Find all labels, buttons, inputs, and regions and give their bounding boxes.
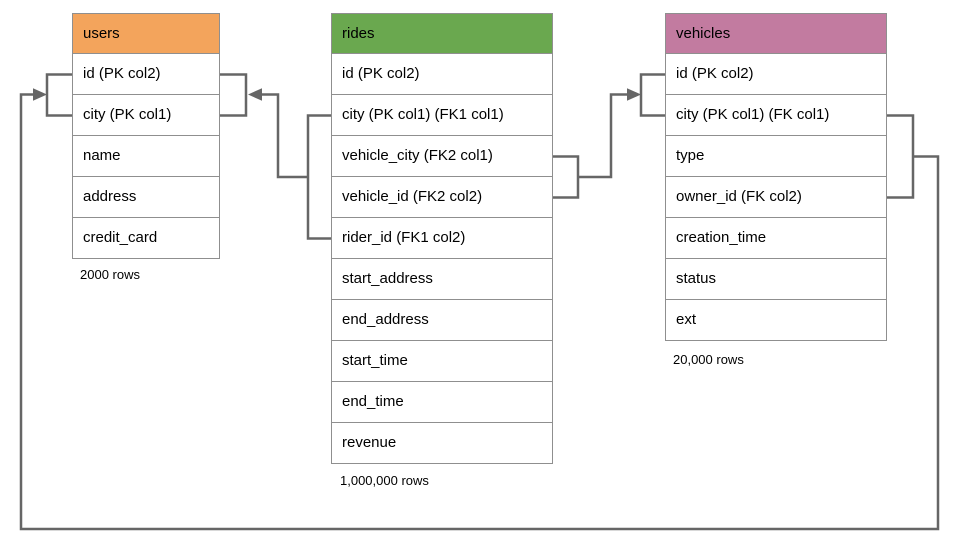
connector-rides-to-vehicles	[553, 73, 665, 199]
column-rides-start-time: start_time	[331, 341, 553, 382]
column-vehicles-type: type	[665, 136, 887, 177]
vehicles-pk-left-bracket	[639, 73, 665, 117]
column-rides-revenue: revenue	[331, 423, 553, 464]
column-rides-id: id (PK col2)	[331, 54, 553, 95]
column-vehicles-id: id (PK col2)	[665, 54, 887, 95]
rowcount-rides: 1,000,000 rows	[340, 473, 429, 488]
column-users-city: city (PK col1)	[72, 95, 220, 136]
rowcount-users: 2000 rows	[80, 267, 140, 282]
users-pk-right-bracket	[220, 73, 248, 117]
arrowhead-to-users-left	[33, 88, 47, 101]
table-vehicles: vehicles id (PK col2) city (PK col1) (FK…	[665, 13, 887, 341]
table-header-rides: rides	[331, 13, 553, 54]
column-vehicles-status: status	[665, 259, 887, 300]
rowcount-vehicles: 20,000 rows	[673, 352, 744, 367]
column-rides-city: city (PK col1) (FK1 col1)	[331, 95, 553, 136]
rides-to-users-link	[260, 93, 308, 179]
arrowhead-to-vehicles	[627, 88, 641, 101]
column-users-name: name	[72, 136, 220, 177]
column-rides-end-time: end_time	[331, 382, 553, 423]
column-vehicles-owner-id: owner_id (FK col2)	[665, 177, 887, 218]
column-rides-vehicle-city: vehicle_city (FK2 col1)	[331, 136, 553, 177]
table-header-vehicles: vehicles	[665, 13, 887, 54]
column-vehicles-creation-time: creation_time	[665, 218, 887, 259]
arrowhead-to-users-right	[248, 88, 262, 101]
column-rides-end-address: end_address	[331, 300, 553, 341]
rides-fk2-bracket	[553, 155, 580, 199]
column-vehicles-ext: ext	[665, 300, 887, 341]
table-header-users: users	[72, 13, 220, 54]
column-users-credit-card: credit_card	[72, 218, 220, 259]
rides-to-vehicles-link	[578, 93, 629, 179]
vehicles-fk-bracket	[887, 114, 915, 199]
table-users: users id (PK col2) city (PK col1) name a…	[72, 13, 220, 259]
column-users-id: id (PK col2)	[72, 54, 220, 95]
column-rides-rider-id: rider_id (FK1 col2)	[331, 218, 553, 259]
column-users-address: address	[72, 177, 220, 218]
connector-rides-to-users	[220, 73, 331, 240]
rides-fk1-bracket	[306, 114, 331, 240]
table-rides: rides id (PK col2) city (PK col1) (FK1 c…	[331, 13, 553, 464]
column-rides-start-address: start_address	[331, 259, 553, 300]
column-rides-vehicle-id: vehicle_id (FK2 col2)	[331, 177, 553, 218]
users-pk-left-bracket	[45, 73, 72, 117]
column-vehicles-city: city (PK col1) (FK col1)	[665, 95, 887, 136]
